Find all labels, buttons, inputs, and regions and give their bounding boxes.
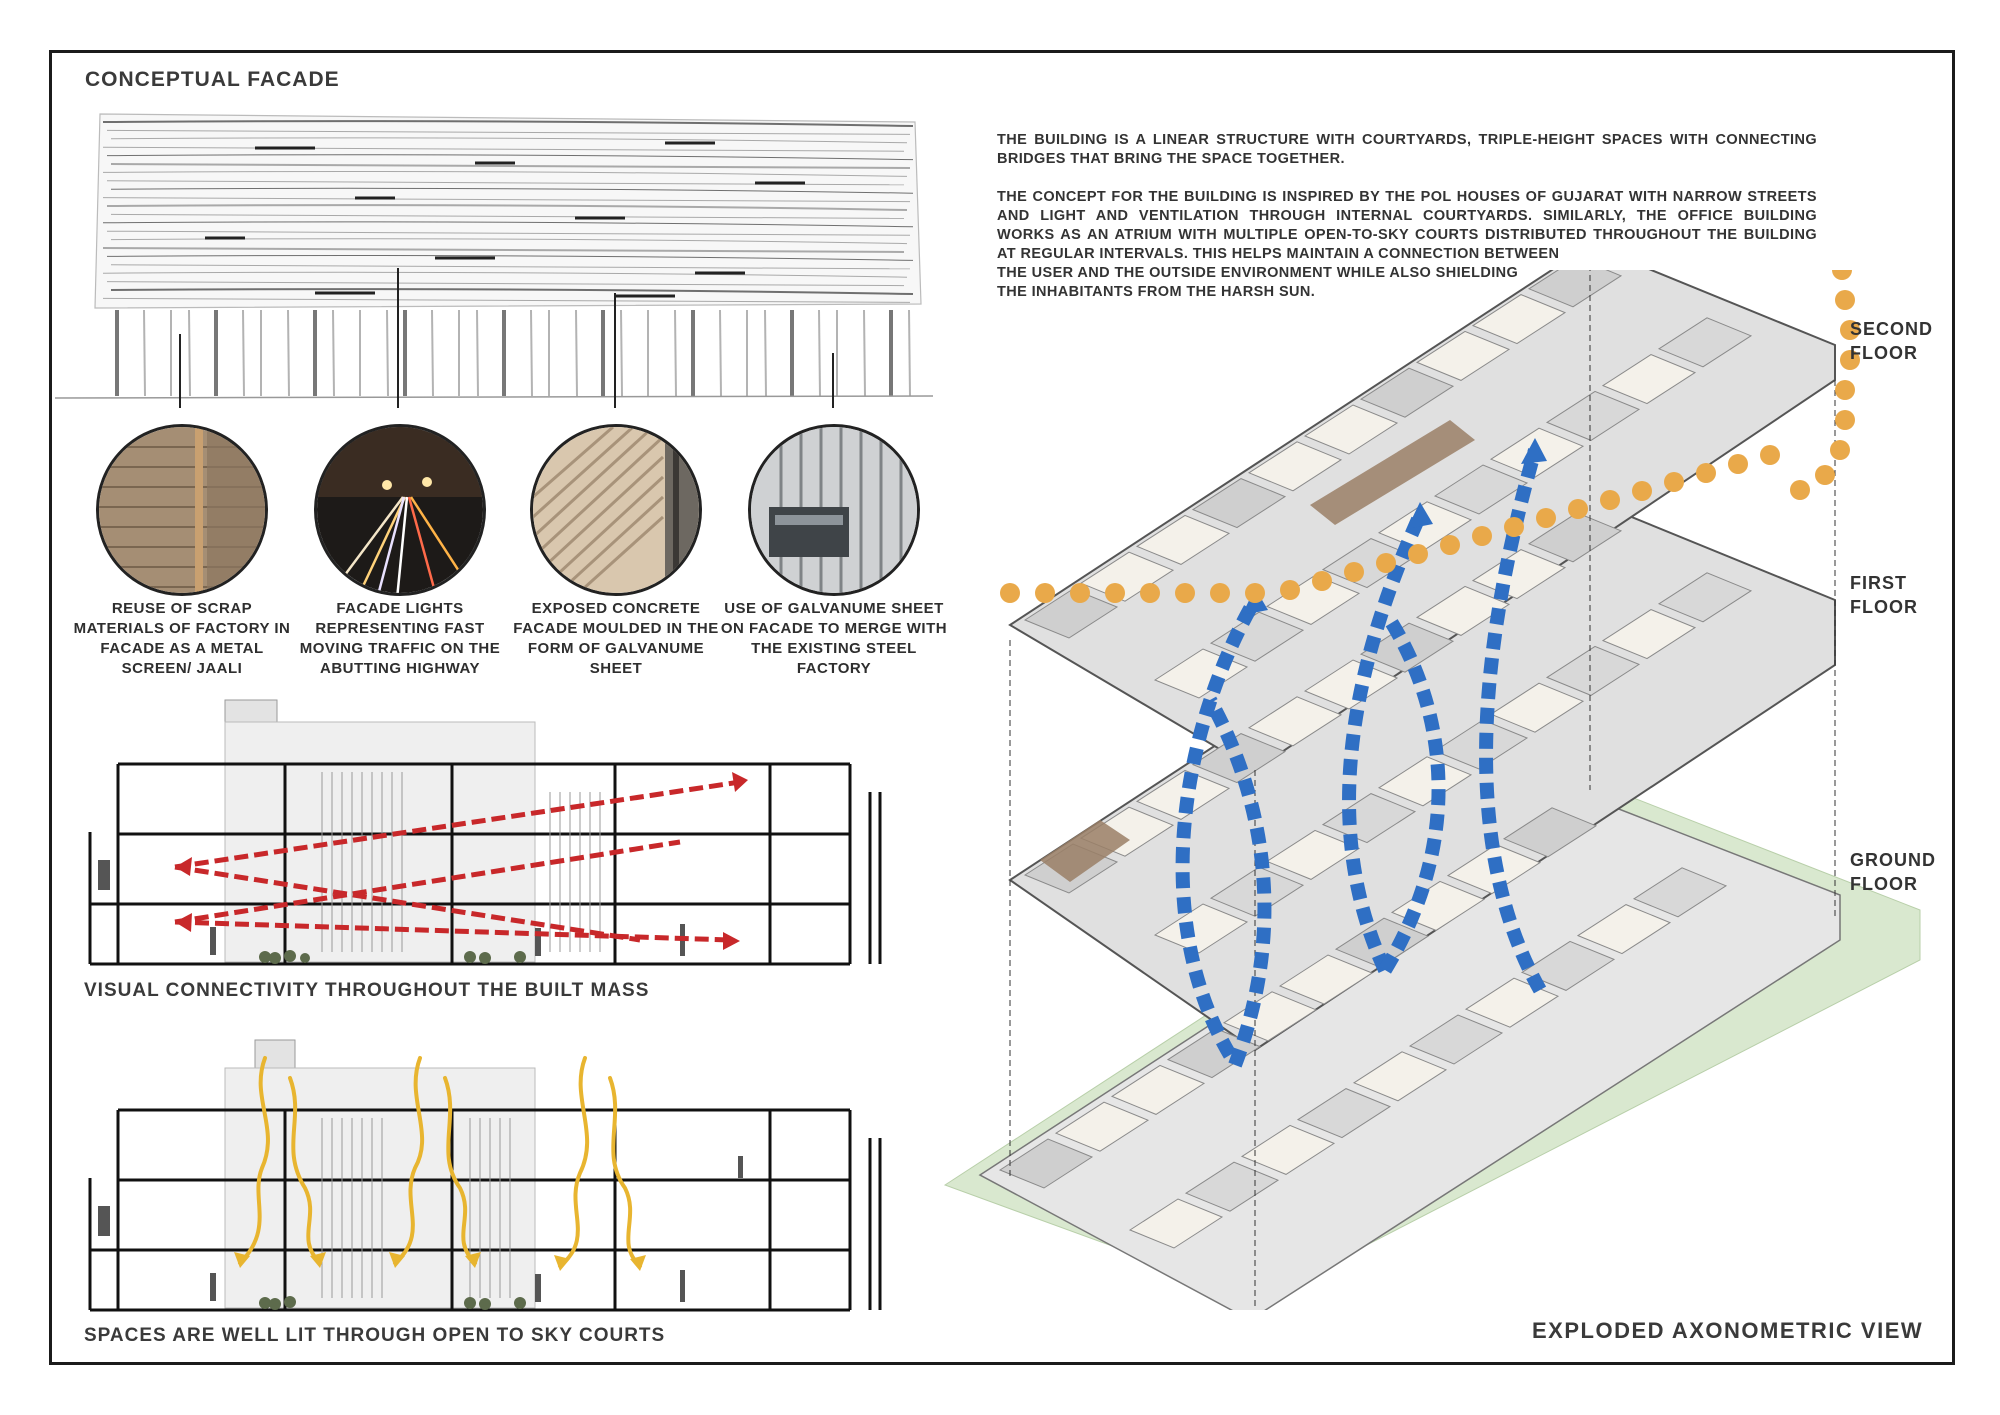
facade-sketch [55,113,934,408]
visual-connectivity-title: VISUAL CONNECTIVITY THROUGHOUT THE BUILT… [84,980,650,1001]
description-line-4: THE INHABITANTS FROM THE HARSH SUN. [997,284,1316,300]
exploded-axonometric-drawing [943,270,1921,1310]
visual-connectivity-arrowheads [175,772,748,950]
vertical-connectivity-arrows [1175,448,1547,1068]
ribbed-concrete-image [530,424,702,596]
section-visual-connectivity [88,699,882,966]
facade-caption-concrete: EXPOSED CONCRETE FACADE MOULDED IN THE F… [513,600,719,677]
facade-sketch-columns [115,309,911,397]
light-courts-title: SPACES ARE WELL LIT THROUGH OPEN TO SKY … [84,1325,666,1346]
ground-floor-label-line2: FLOOR [1850,874,1918,894]
first-floor-label: FIRST FLOOR [1850,571,1918,619]
orange-dotted-path [1000,270,1860,603]
facade-sketch-ground-line [55,395,934,399]
design-description: THE BUILDING IS A LINEAR STRUCTURE WITH … [997,131,1817,302]
second-floor-label-line2: FLOOR [1850,343,1918,363]
visual-connectivity-arrows [174,779,741,943]
ground-floor-label: GROUND FLOOR [1850,848,1936,896]
galvanume-sheet-image [748,424,920,596]
conceptual-facade-title: CONCEPTUAL FACADE [85,68,340,91]
sunlight-arrows [238,1056,642,1268]
second-floor-label: SECOND FLOOR [1850,317,1933,365]
description-paragraph-1: THE BUILDING IS A LINEAR STRUCTURE WITH … [997,132,1817,167]
axonometric-view-title: EXPLODED AXONOMETRIC VIEW [1532,1318,1924,1343]
first-floor-label-line2: FLOOR [1850,597,1918,617]
facade-caption-lights: FACADE LIGHTS REPRESENTING FAST MOVING T… [299,600,501,677]
description-line-3: THE USER AND THE OUTSIDE ENVIRONMENT WHI… [997,265,1519,281]
sunlight-arrowheads [234,1252,646,1271]
deck-second-floor [1310,420,1475,525]
facade-caption-galvanume: USE OF GALVANUME SHEET ON FACADE TO MERG… [720,600,948,677]
section-light-courts [88,1039,882,1312]
first-floor-label-line1: FIRST [1850,573,1907,593]
highway-light-trails-image [314,424,486,596]
deck-first-floor [1040,820,1130,882]
second-floor-label-line1: SECOND [1850,319,1934,339]
facade-caption-jaali: REUSE OF SCRAP MATERIALS OF FACTORY IN F… [73,600,291,677]
section-2-structure [88,1039,882,1312]
description-paragraph-2: THE CONCEPT FOR THE BUILDING IS INSPIRED… [997,189,1817,262]
section-1-structure [88,699,882,966]
facade-leader-lines [179,268,834,408]
facade-sketch-mass [94,113,922,309]
metal-jaali-screen-image [96,424,268,596]
ground-floor-label-line1: GROUND [1850,850,1936,870]
drawing-sheet-frame [49,50,1955,1365]
